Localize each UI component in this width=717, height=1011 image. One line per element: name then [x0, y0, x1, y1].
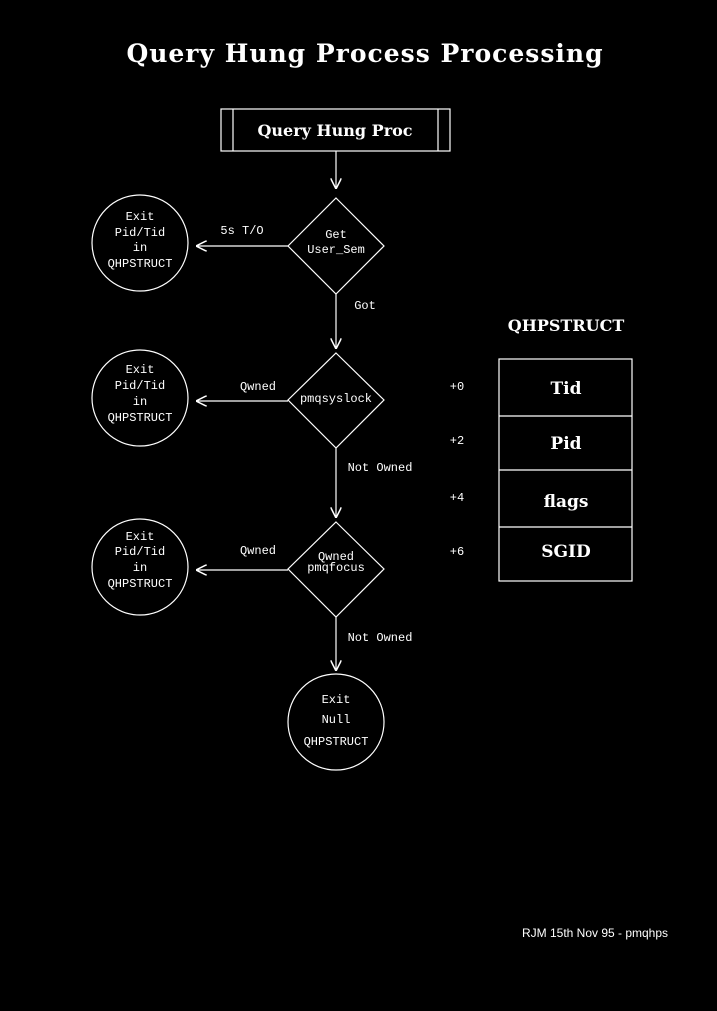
exit-3-line2: Pid/Tid: [115, 545, 165, 559]
exit-null-line2: Null: [322, 713, 351, 727]
exit-null-line3: QHPSTRUCT: [304, 735, 369, 749]
decision-pmqsyslock: pmqsyslock: [287, 352, 385, 449]
exit-circle-1: Exit Pid/Tid in QHPSTRUCT: [91, 194, 189, 292]
decision-pmqsyslock-label: pmqsyslock: [300, 392, 372, 406]
struct-offset-6: +6: [450, 545, 464, 559]
start-box: Query Hung Proc: [220, 108, 451, 152]
exit-1-line1: Exit: [126, 210, 155, 224]
exit-3-line3: in: [133, 561, 147, 575]
exit-circle-null: Exit Null QHPSTRUCT: [287, 673, 385, 771]
decision-pmqfocus: Qwned pmqfocus: [287, 521, 385, 618]
struct-offset-2: +2: [450, 434, 464, 448]
exit-2-line2: Pid/Tid: [115, 379, 165, 393]
edge-label-owned-1: Qwned: [240, 380, 276, 394]
struct-field-pid: Pid: [550, 434, 581, 454]
struct-offset-0: +0: [450, 380, 464, 394]
edge-label-owned-2: Qwned: [240, 544, 276, 558]
decision-pmqfocus-line2: pmqfocus: [307, 561, 365, 575]
footer-note: RJM 15th Nov 95 - pmqhps: [522, 926, 668, 940]
decision-get-user-sem-line1: Get: [325, 228, 347, 242]
exit-2-line4: QHPSTRUCT: [108, 411, 173, 425]
struct-table: Tid Pid flags SGID +0 +2 +4 +6: [450, 358, 633, 582]
exit-1-line2: Pid/Tid: [115, 226, 165, 240]
edge-label-not-owned-1: Not Owned: [348, 461, 413, 475]
exit-circle-3: Exit Pid/Tid in QHPSTRUCT: [91, 518, 189, 616]
struct-field-flags: flags: [544, 492, 589, 512]
exit-null-line1: Exit: [322, 693, 351, 707]
start-box-label: Query Hung Proc: [257, 121, 412, 140]
edge-label-timeout: 5s T/O: [220, 224, 263, 238]
exit-1-line3: in: [133, 241, 147, 255]
struct-field-sgid: SGID: [541, 542, 591, 562]
edge-label-not-owned-2: Not Owned: [348, 631, 413, 645]
edge-label-got: Got: [354, 299, 376, 313]
decision-pmqfocus-line1: Qwned: [318, 550, 354, 564]
exit-2-line3: in: [133, 395, 147, 409]
struct-field-tid: Tid: [551, 379, 582, 399]
exit-1-line4: QHPSTRUCT: [108, 257, 173, 271]
diagram-title: Query Hung Process Processing: [126, 39, 603, 68]
decision-get-user-sem: Get User_Sem: [287, 197, 385, 295]
exit-circle-2: Exit Pid/Tid in QHPSTRUCT: [91, 349, 189, 447]
decision-get-user-sem-line2: User_Sem: [307, 243, 365, 257]
exit-3-line4: QHPSTRUCT: [108, 577, 173, 591]
exit-2-line1: Exit: [126, 363, 155, 377]
struct-title: QHPSTRUCT: [508, 316, 625, 335]
struct-offset-4: +4: [450, 491, 464, 505]
exit-3-line1: Exit: [126, 530, 155, 544]
